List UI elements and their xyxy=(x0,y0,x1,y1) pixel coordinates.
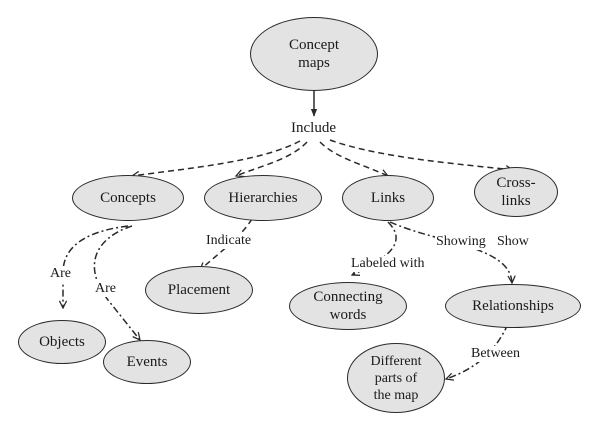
edge-label-are-1: Are xyxy=(49,266,72,282)
edge-include-links xyxy=(319,141,388,176)
edge-concepts-objects xyxy=(63,225,129,308)
node-hierarchies: Hierarchies xyxy=(204,175,322,221)
edge-label-labeled-with: Labeled with xyxy=(350,256,426,272)
edge-include-crosslinks xyxy=(329,139,513,170)
edge-label-include: Include xyxy=(290,120,337,136)
edge-include-concepts xyxy=(132,140,301,176)
node-concept-maps: Concept maps xyxy=(250,17,378,91)
node-connecting-words: Connecting words xyxy=(289,282,407,330)
edge-label-indicate: Indicate xyxy=(205,233,253,249)
node-different-parts: Different parts of the map xyxy=(347,343,445,413)
node-events: Events xyxy=(103,340,191,384)
node-links: Links xyxy=(342,175,434,221)
node-relationships: Relationships xyxy=(445,284,581,328)
node-concepts: Concepts xyxy=(72,175,184,221)
edge-links-relationships xyxy=(389,221,512,283)
edge-label-between: Between xyxy=(470,346,521,362)
edge-label-are-2: Are xyxy=(94,281,117,297)
edge-label-show: Show xyxy=(496,234,530,250)
node-cross-links: Cross- links xyxy=(474,167,558,217)
node-placement: Placement xyxy=(145,266,253,314)
node-objects: Objects xyxy=(18,320,106,364)
edge-label-showing: Showing xyxy=(435,234,487,250)
edge-include-hierarchies xyxy=(236,141,308,176)
